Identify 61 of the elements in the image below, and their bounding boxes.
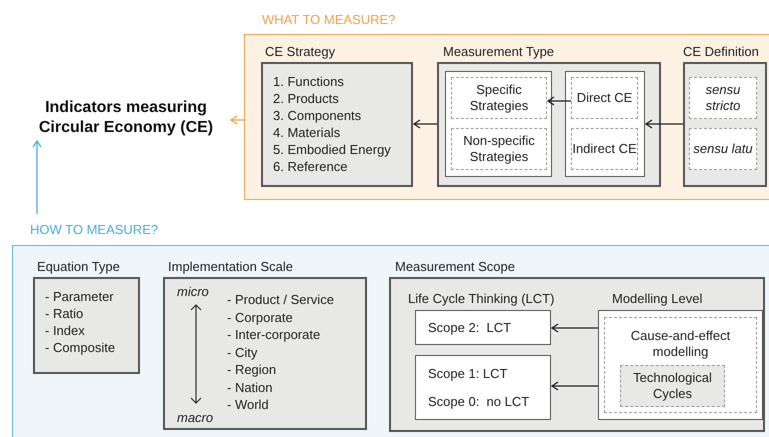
arrow (551, 381, 598, 391)
list-item: - Inter-corporate (227, 326, 322, 344)
dashed-box (451, 128, 547, 170)
dashed-box (604, 317, 757, 413)
list-item: 3. Components (273, 107, 362, 124)
list-item: - Ratio (45, 305, 84, 322)
arrow (230, 115, 244, 125)
scale-end-label: micro (177, 283, 209, 301)
list-item: - Corporate (227, 308, 294, 326)
list-item: - Composite (45, 339, 116, 356)
box-label: Cause-and-effect modelling (630, 328, 732, 360)
box-label: sensu latu (693, 141, 753, 157)
list-item: 1. Functions (273, 73, 345, 90)
column-heading: Modelling Level (612, 290, 702, 308)
list-item: 5. Embodied Energy (273, 141, 392, 158)
list-item: - Index (45, 322, 86, 339)
box-label: Specific Strategies (468, 82, 530, 114)
list-item: - Nation (227, 378, 274, 396)
section-heading: HOW TO MEASURE? (30, 221, 158, 239)
section-heading: CE Strategy (265, 43, 336, 61)
arrow (413, 119, 437, 129)
dashed-box (451, 77, 547, 119)
arrow (551, 323, 598, 333)
list-item: - City (227, 344, 258, 361)
dashed-box (689, 77, 757, 119)
box-label: Indirect CE (572, 141, 637, 157)
arrow (32, 140, 42, 214)
group-box (565, 71, 645, 177)
dashed-box (571, 77, 638, 119)
list-item: - Product / Service (227, 291, 334, 308)
list-item: 6. Reference (273, 158, 348, 175)
list-item: - Parameter (45, 288, 115, 305)
section-heading: Equation Type (37, 258, 120, 276)
column-heading: Life Cycle Thinking (LCT) (408, 290, 554, 308)
box-label: Non-specific Strategies (462, 133, 536, 165)
section-heading: Measurement Type (443, 43, 554, 61)
arrow (547, 96, 571, 106)
group-box (445, 71, 552, 177)
scope-box (415, 310, 551, 345)
scope-box (415, 355, 551, 420)
title-text: Indicators measuring Circular Economy (CE) (38, 98, 214, 138)
dashed-box (571, 128, 638, 170)
box-label: Technological Cycles (632, 370, 713, 402)
box-label: Scope 0: no LCT (428, 394, 530, 410)
section-heading: Implementation Scale (168, 258, 294, 276)
section-heading: WHAT TO MEASURE? (262, 11, 396, 29)
list-item: 2. Products (273, 90, 340, 107)
dashed-box (620, 365, 725, 407)
dashed-box (689, 128, 757, 170)
arrow (645, 119, 683, 129)
scale-end-label: macro (177, 409, 214, 427)
list-item: 4. Materials (273, 124, 342, 141)
box-label: Direct CE (576, 90, 632, 106)
group-box (598, 310, 763, 420)
box-label: sensu stricto (704, 82, 742, 114)
section-heading: CE Definition (683, 43, 759, 61)
box-label: Scope 2: LCT (428, 320, 512, 336)
list-item: - World (227, 396, 270, 414)
box-label: Scope 1: LCT (428, 366, 508, 382)
section-heading: Measurement Scope (395, 258, 515, 276)
list-item: - Region (227, 361, 278, 378)
